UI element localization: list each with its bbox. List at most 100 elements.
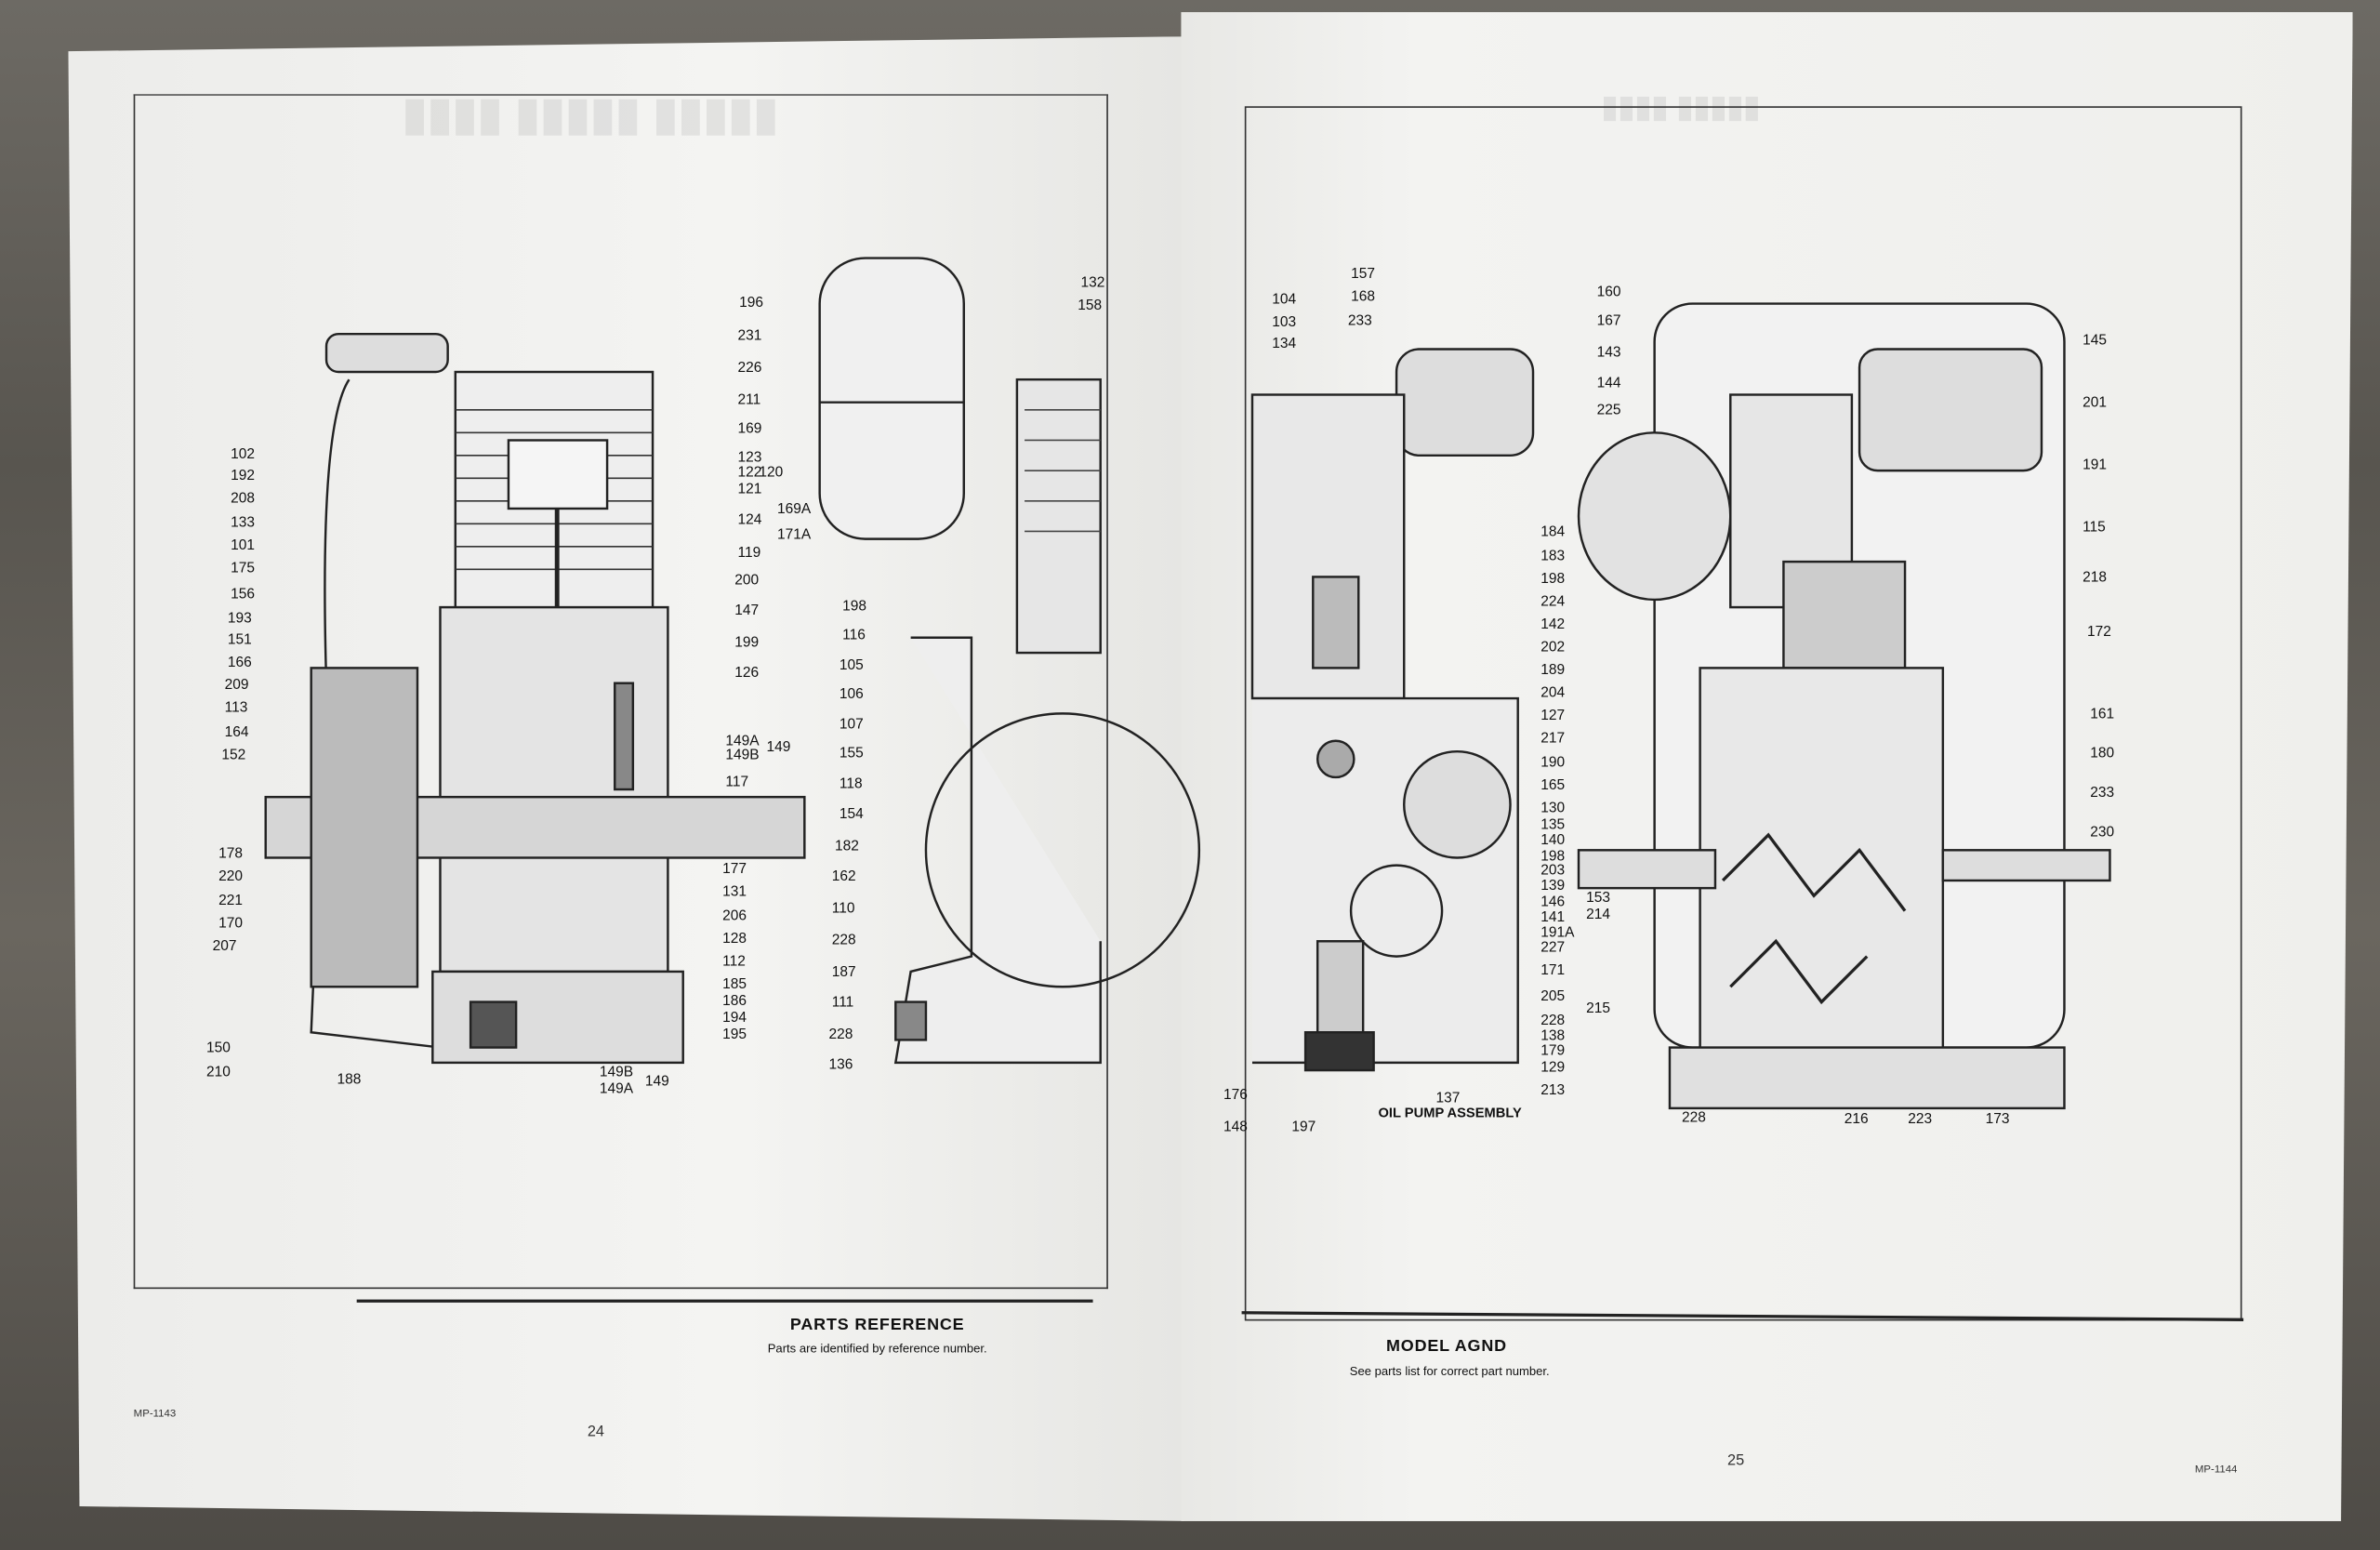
reference-number-label: 158 — [1078, 298, 1103, 314]
reference-number-label: 135 — [1540, 816, 1566, 834]
shroud — [310, 378, 441, 1049]
reference-number-label: 187 — [831, 963, 856, 981]
fuel-tank — [818, 257, 965, 540]
reference-number-label: 145 — [2082, 332, 2107, 350]
flywheel — [310, 667, 419, 988]
reference-number-label: 201 — [2082, 394, 2107, 412]
reference-number-label: 139 — [1540, 877, 1566, 894]
reference-number-label: 149A — [599, 1080, 634, 1098]
reference-number-label: 184 — [1540, 523, 1566, 541]
reference-number-label: 157 — [1351, 265, 1375, 283]
reference-number-label: 121 — [737, 481, 762, 498]
reference-number-label: 199 — [734, 634, 760, 652]
reference-number-label: 168 — [1351, 288, 1375, 306]
reference-number-label: 147 — [734, 603, 760, 620]
reference-number-label: 225 — [1596, 402, 1621, 419]
reference-number-label: 127 — [1540, 707, 1566, 724]
reference-number-label: 149B — [725, 747, 760, 764]
reference-number-label: 102 — [231, 446, 256, 463]
reference-number-label: 151 — [227, 631, 252, 649]
reference-number-label: 228 — [831, 932, 856, 949]
reference-number-label: 128 — [722, 930, 747, 947]
reference-number-label: 153 — [1586, 889, 1611, 907]
reference-number-label: 162 — [831, 868, 856, 885]
reference-number-label: 149 — [766, 739, 791, 757]
reference-number-label: 216 — [1844, 1111, 1869, 1129]
reference-number-label: 154 — [839, 805, 864, 823]
caption-title-parts-reference: PARTS REFERENCE — [789, 1316, 965, 1335]
reference-number-label: 169 — [737, 420, 762, 438]
caption-subtitle: See parts list for correct part number. — [1349, 1364, 1550, 1379]
reference-number-label: 197 — [1291, 1119, 1316, 1136]
reference-number-label: 101 — [231, 537, 256, 554]
reference-number-label: 111 — [831, 994, 854, 1012]
reference-number-label: 133 — [231, 514, 256, 532]
reference-number-label: 177 — [722, 860, 747, 878]
reference-number-label: 141 — [1540, 908, 1566, 926]
reference-number-label: 122 — [737, 464, 762, 482]
reference-number-label: 130 — [1540, 800, 1566, 817]
reference-number-label: 192 — [231, 467, 256, 484]
reference-number-label: 171 — [1540, 962, 1566, 980]
reference-number-label: 228 — [828, 1026, 853, 1043]
reference-number-label: 113 — [224, 699, 248, 717]
reference-number-label: 171A — [776, 526, 812, 544]
reference-number-label: 160 — [1596, 284, 1621, 301]
reference-number-label: 170 — [218, 915, 244, 933]
reference-number-label: 136 — [828, 1056, 853, 1074]
reference-number-label: 203 — [1540, 862, 1566, 880]
reference-number-label: 126 — [734, 665, 760, 682]
reference-number-label: 227 — [1540, 939, 1566, 957]
reference-number-label: 110 — [831, 900, 855, 918]
document-code-left: MP-1143 — [133, 1409, 177, 1420]
reference-number-label: 156 — [231, 586, 256, 603]
reference-number-label: 196 — [739, 294, 764, 311]
reference-number-label: 134 — [1272, 335, 1297, 352]
reference-number-label: 191A — [1540, 924, 1575, 942]
reference-number-label: 155 — [839, 745, 864, 762]
reference-number-label: 220 — [218, 868, 244, 885]
reference-number-label: 146 — [1540, 894, 1566, 911]
oil-pump-assembly-label: OIL PUMP ASSEMBLY — [1378, 1105, 1522, 1120]
document-code-right: MP-1144 — [2194, 1464, 2238, 1476]
reference-number-label: 142 — [1540, 616, 1566, 633]
reference-number-label: 144 — [1596, 375, 1621, 392]
reference-number-label: 165 — [1540, 776, 1566, 794]
reference-number-label: 106 — [839, 685, 864, 703]
reference-number-label: 198 — [1540, 570, 1566, 588]
reference-number-label: 117 — [725, 774, 749, 791]
reference-number-label: 176 — [1223, 1087, 1248, 1104]
reference-number-label: 207 — [212, 938, 237, 955]
reference-number-label: 152 — [221, 747, 246, 764]
reference-number-label: 123 — [737, 449, 762, 467]
reference-number-label: 118 — [839, 775, 863, 793]
reference-number-label: 149 — [644, 1073, 669, 1091]
reference-number-label: 228 — [1682, 1109, 1706, 1127]
right-diagram-frame — [1244, 106, 2242, 1321]
reference-number-label: 213 — [1540, 1082, 1566, 1100]
reference-number-label: 183 — [1540, 548, 1566, 565]
caption-rule — [356, 1299, 1093, 1303]
reference-number-label: 149B — [599, 1064, 634, 1081]
reference-number-label: 149A — [725, 733, 760, 750]
page-number-right: 25 — [1727, 1452, 1745, 1470]
air-cleaner-cover — [1577, 431, 1732, 602]
reference-number-label: 190 — [1540, 754, 1566, 772]
reference-number-label: 172 — [2086, 624, 2111, 641]
reference-number-label: 204 — [1540, 684, 1566, 702]
reference-number-label: 188 — [337, 1071, 362, 1089]
reference-number-label: 230 — [2090, 824, 2115, 841]
reference-number-label: 179 — [1540, 1042, 1566, 1060]
reference-number-label: 215 — [1586, 1000, 1611, 1017]
reference-number-label: 143 — [1596, 344, 1621, 362]
reference-number-label: 140 — [1540, 831, 1566, 849]
reference-number-label: 223 — [1908, 1111, 1933, 1129]
left-diagram-frame — [133, 94, 1108, 1290]
reference-number-label: 107 — [839, 716, 864, 734]
reference-number-label: 119 — [737, 545, 761, 563]
reference-number-label: 104 — [1272, 291, 1297, 309]
reference-number-label: 116 — [842, 627, 866, 644]
reference-number-label: 214 — [1586, 906, 1611, 923]
reference-number-label: 228 — [1540, 1013, 1566, 1029]
